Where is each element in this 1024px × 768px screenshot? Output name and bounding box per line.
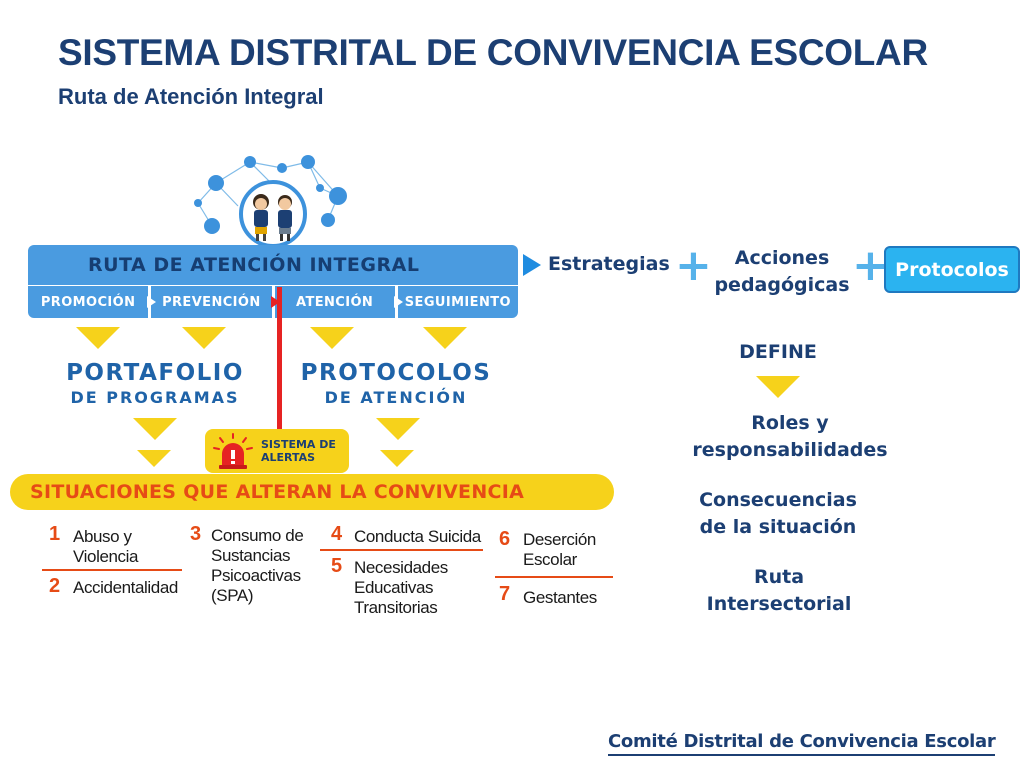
play-arrow-icon xyxy=(147,296,157,308)
protocols-label: PROTOCOLOS DE ATENCIÓN xyxy=(300,360,492,407)
situation-number: 1 xyxy=(49,523,61,545)
play-arrow-icon xyxy=(393,296,403,308)
play-arrow-icon xyxy=(523,254,541,276)
list-item: Accidentalidad xyxy=(73,578,178,597)
protocols-badge: Protocolos xyxy=(884,246,1020,293)
down-arrow-icon xyxy=(423,327,467,349)
situation-number: 3 xyxy=(190,523,202,545)
roles-label: Roles y responsabilidades xyxy=(692,412,888,461)
list-item: Conducta Suicida xyxy=(354,527,481,546)
situation-number: 4 xyxy=(331,523,343,545)
list-item: Deserción Escolar xyxy=(523,530,596,569)
consequences-label: Consecuencias de la situación xyxy=(699,489,857,538)
situation-number: 7 xyxy=(499,583,511,605)
down-arrow-icon xyxy=(182,327,226,349)
phase-atencion: ATENCIÓN xyxy=(270,286,395,318)
define-label: DEFINE xyxy=(739,341,817,363)
down-arrow-icon xyxy=(76,327,120,349)
attention-line xyxy=(277,287,282,429)
phase-prevencion: PREVENCIÓN xyxy=(147,286,272,318)
plus-icon: + xyxy=(675,240,712,291)
down-arrow-icon xyxy=(380,450,414,467)
down-arrow-icon xyxy=(376,418,420,440)
footer-committee: Comité Distrital de Convivencia Escolar xyxy=(608,731,996,756)
students-icon xyxy=(253,194,292,241)
page-title: SISTEMA DISTRITAL DE CONVIVENCIA ESCOLAR xyxy=(58,32,928,73)
portfolio-label: PORTAFOLIO DE PROGRAMAS xyxy=(66,360,244,407)
plus-icon: + xyxy=(852,240,889,291)
page-subtitle: Ruta de Atención Integral xyxy=(58,84,324,109)
route-phases: PROMOCIÓN PREVENCIÓN ATENCIÓN SEGUIMIENT… xyxy=(28,286,518,318)
list-item: Necesidades Educativas Transitorias xyxy=(354,558,448,617)
situation-number: 5 xyxy=(331,555,343,577)
intersectoral-route-label: Ruta Intersectorial xyxy=(706,566,852,615)
down-arrow-icon xyxy=(310,327,354,349)
pedagogical-actions-label: Acciones pedagógicas xyxy=(714,247,850,296)
alarm-icon xyxy=(213,433,253,469)
situations-banner: SITUACIONES QUE ALTERAN LA CONVIVENCIA xyxy=(10,474,614,510)
down-arrow-icon xyxy=(133,418,177,440)
situation-number: 2 xyxy=(49,575,61,597)
list-item: Gestantes xyxy=(523,588,597,607)
down-arrow-icon xyxy=(756,376,800,398)
phase-seguimiento: SEGUIMIENTO xyxy=(393,286,518,318)
strategies-label: Estrategias xyxy=(548,253,670,275)
down-arrow-icon xyxy=(137,450,171,467)
route-header: RUTA DE ATENCIÓN INTEGRAL xyxy=(28,245,518,285)
alert-system-badge: SISTEMA DE ALERTAS xyxy=(205,429,349,473)
divider xyxy=(320,549,483,551)
situations-title: SITUACIONES QUE ALTERAN LA CONVIVENCIA xyxy=(30,481,525,503)
play-arrow-icon xyxy=(270,296,280,308)
phase-promocion: PROMOCIÓN xyxy=(28,286,149,318)
divider xyxy=(42,569,182,571)
route-title: RUTA DE ATENCIÓN INTEGRAL xyxy=(88,254,420,276)
divider xyxy=(495,576,613,578)
situation-number: 6 xyxy=(499,528,511,550)
list-item: Abuso y Violencia xyxy=(73,527,139,566)
list-item: Consumo de Sustancias Psicoactivas (SPA) xyxy=(211,526,304,605)
